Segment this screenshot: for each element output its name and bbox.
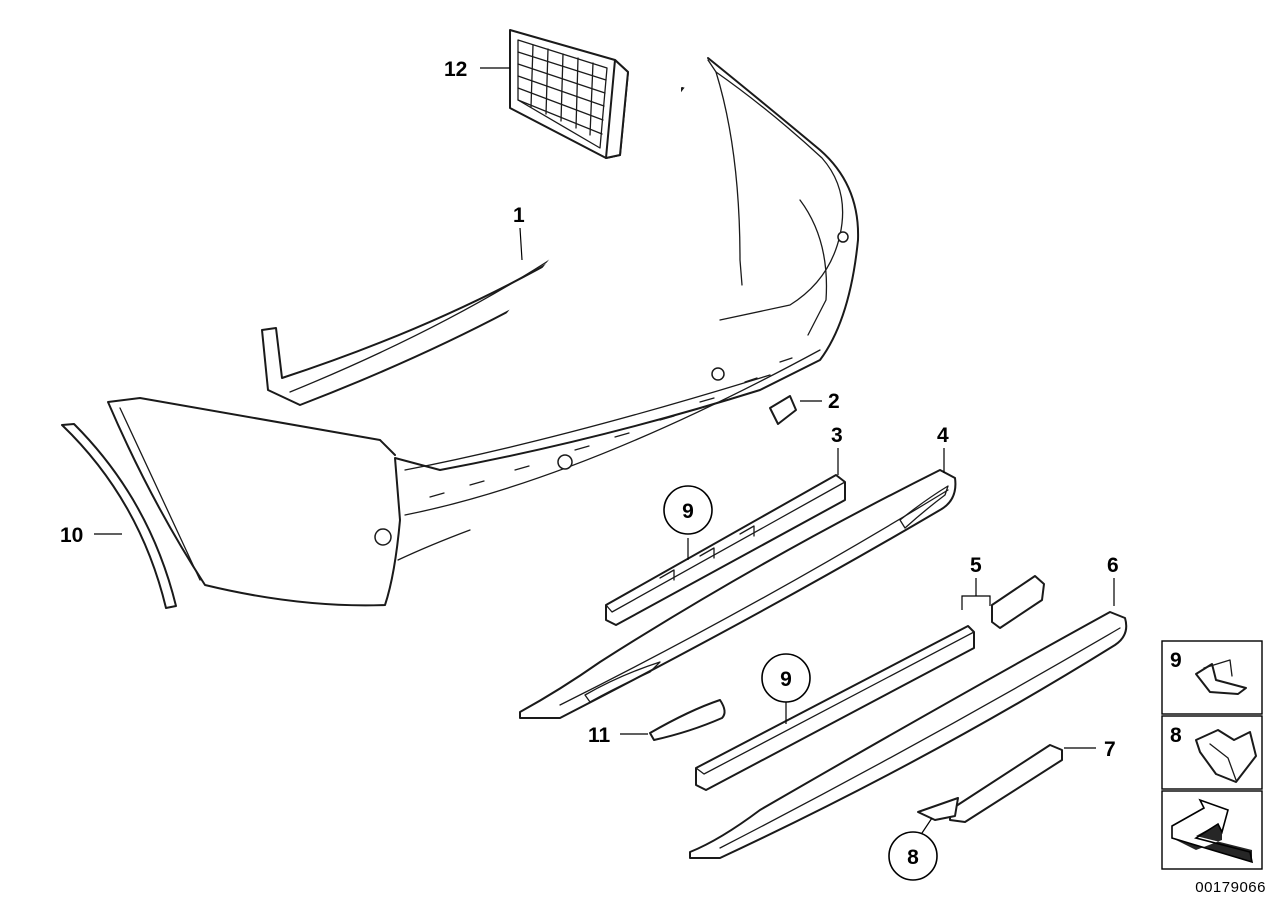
callout-4: 4 [937, 424, 949, 447]
callout-2: 2 [828, 390, 840, 413]
part-12-grille[interactable] [509, 29, 629, 159]
part-5-strip[interactable] [695, 575, 1045, 791]
part-7-insert[interactable] [917, 744, 1063, 823]
legend-item-8: 8 [1170, 724, 1182, 747]
part-3-bracket[interactable] [605, 474, 846, 626]
callout-8: 8 [907, 846, 919, 869]
legend-panels: 9 8 [1161, 640, 1263, 870]
part-4-lower-trim[interactable] [519, 469, 957, 719]
callout-10: 10 [60, 524, 83, 547]
leader-lines [94, 67, 1115, 837]
callout-7: 7 [1104, 738, 1116, 761]
callout-12: 12 [444, 58, 467, 81]
clip-9-icon [1195, 663, 1247, 695]
part-11-small-trim[interactable] [649, 699, 726, 741]
callout-3: 3 [831, 424, 843, 447]
part-6-diffuser[interactable] [689, 611, 1128, 859]
bumper-cover[interactable] [107, 57, 860, 607]
callout-6: 6 [1107, 554, 1119, 577]
callout-1: 1 [513, 204, 525, 227]
reference-number: 00179066 [1195, 879, 1266, 896]
callout-numbers: 12 1 2 3 4 5 6 7 10 11 9 9 8 [60, 58, 1119, 881]
callout-5: 5 [970, 554, 982, 577]
part-10-side-strip[interactable] [61, 423, 177, 609]
part-2-clip[interactable] [769, 395, 797, 425]
callout-9-upper: 9 [682, 500, 694, 523]
legend-item-9: 9 [1170, 649, 1182, 672]
callout-9-lower: 9 [780, 668, 792, 691]
callout-11: 11 [588, 724, 611, 747]
